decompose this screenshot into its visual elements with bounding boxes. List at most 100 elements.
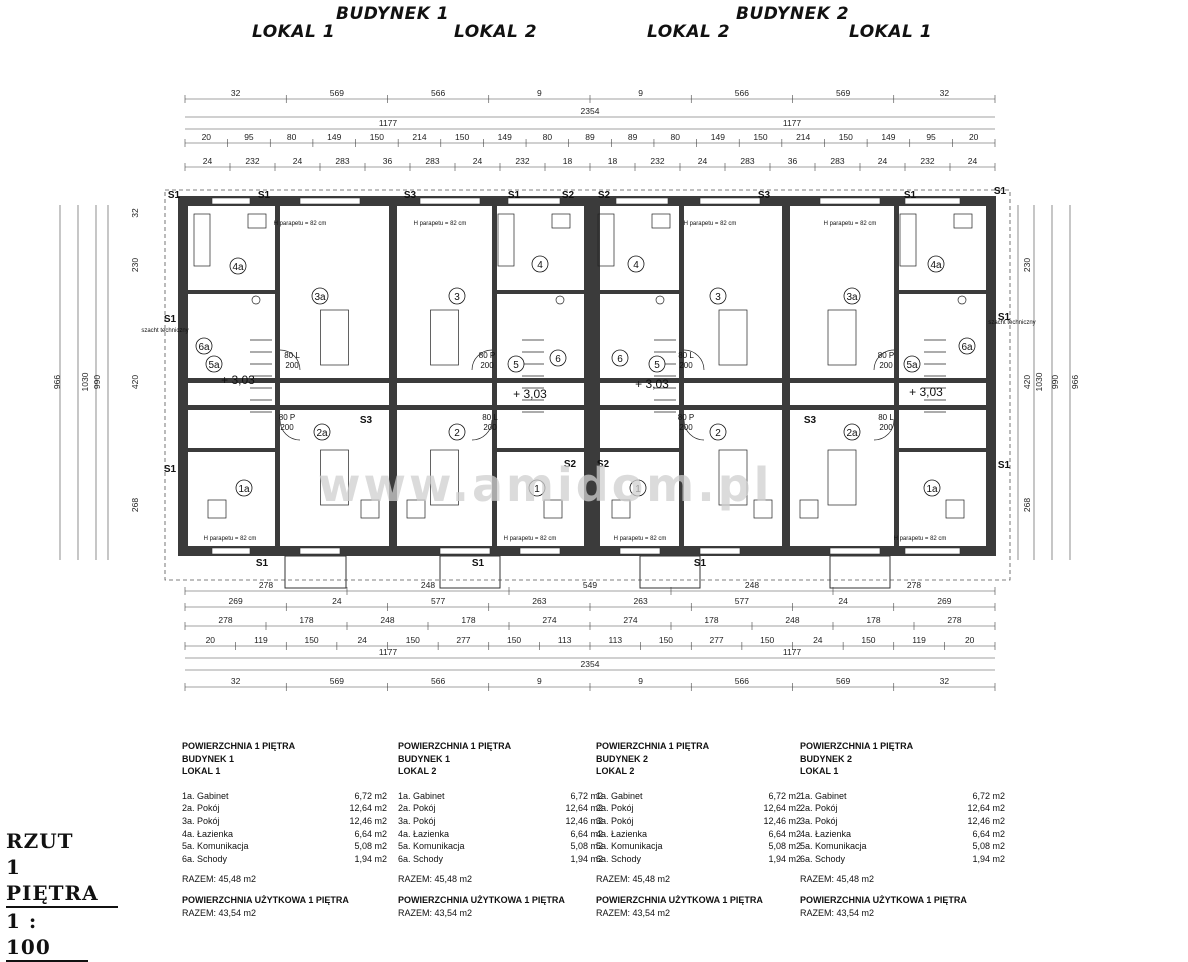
dimension-label: 248: [785, 615, 799, 625]
table-row: 1a. Gabinet 6,72 m2: [398, 790, 603, 803]
bed: [718, 449, 748, 506]
room-label: 6a: [961, 342, 973, 353]
room-area: 1,94 m2: [768, 853, 801, 864]
wall: [592, 196, 600, 556]
toilet: [953, 213, 973, 229]
dimension-label: 150: [304, 635, 318, 645]
room-name: 3a. Pokój: [398, 815, 436, 826]
wall: [188, 405, 389, 410]
door-label: 200: [679, 423, 693, 432]
room-marker: [235, 479, 253, 497]
window: [299, 197, 361, 205]
parapet-note: H parapetu = 82 cm: [894, 536, 947, 542]
dimension-label: 283: [830, 156, 844, 166]
sink: [555, 295, 565, 305]
dimension-label: 248: [380, 615, 394, 625]
wall: [397, 405, 584, 410]
table-unit: LOKAL 1: [800, 766, 839, 777]
room-name: 5a. Komunikacja: [398, 841, 465, 852]
room-name: 2a. Pokój: [182, 803, 220, 814]
room-area: 5,08 m2: [768, 841, 801, 852]
usable-title: POWIERZCHNIA UŻYTKOWA 1 PIĘTRA: [596, 894, 763, 905]
room-label: 2: [454, 428, 460, 439]
dimension-label: 278: [947, 615, 961, 625]
room-name: 4a. Łazienka: [596, 828, 648, 839]
desk: [360, 499, 380, 519]
window: [615, 197, 669, 205]
dimension-label: 274: [623, 615, 637, 625]
dimension-label: 278: [907, 580, 921, 590]
room-label: 6: [555, 354, 561, 365]
dimension-label-vertical: 966: [1070, 375, 1080, 389]
room-name: 5a. Komunikacja: [596, 841, 663, 852]
room-area: 5,08 m2: [972, 841, 1005, 852]
room-name: 4a. Łazienka: [182, 828, 234, 839]
room-name: 2a. Pokój: [398, 803, 436, 814]
dimension-label: 95: [926, 132, 936, 142]
dimension-label: 36: [383, 156, 393, 166]
dimension-label: 32: [231, 676, 241, 686]
bed: [320, 309, 349, 366]
room-name: 3a. Pokój: [800, 815, 838, 826]
room-label: 3: [454, 292, 460, 303]
room-name: 1a. Gabinet: [596, 790, 643, 801]
section-label: S1: [256, 558, 269, 569]
section-label: S2: [598, 190, 611, 201]
desk: [945, 499, 965, 519]
dimension-label: 32: [231, 88, 241, 98]
bed: [320, 449, 349, 506]
room-label: 4: [537, 260, 543, 271]
bed: [718, 309, 748, 366]
dimension-label-vertical: 268: [130, 498, 140, 512]
room-name: 4a. Łazienka: [398, 828, 450, 839]
window: [819, 197, 881, 205]
room-area: 6,64 m2: [570, 828, 603, 839]
room-marker: [629, 479, 647, 497]
window: [619, 547, 661, 555]
door-swing: [873, 349, 895, 371]
room-marker: [903, 355, 921, 373]
section-label: S1: [168, 190, 181, 201]
section-label: S2: [562, 190, 575, 201]
section-label: S1: [164, 314, 177, 325]
dimension-label: 566: [735, 88, 749, 98]
parapet-note: H parapetu = 82 cm: [504, 536, 557, 542]
dimension-label: 569: [330, 676, 344, 686]
dimension-label: 277: [709, 635, 723, 645]
table-building: BUDYNEK 1: [182, 753, 235, 764]
room-marker: [528, 479, 546, 497]
wall: [188, 290, 280, 294]
section-label: S1: [258, 190, 271, 201]
room-name: 1a. Gabinet: [398, 790, 445, 801]
dimension-label: 278: [259, 580, 273, 590]
dimension-label-vertical: 1030: [1034, 372, 1044, 391]
toilet: [551, 213, 571, 229]
section-label: S1: [998, 460, 1011, 471]
room-name: 3a. Pokój: [596, 815, 634, 826]
room-name: 6a. Schody: [398, 853, 444, 864]
dimension-label: 9: [537, 676, 542, 686]
drawing-scale: 1 : 100: [6, 908, 88, 962]
desk: [611, 499, 631, 519]
dimension-label: 150: [370, 132, 384, 142]
dimension-label: 2354: [581, 106, 600, 116]
header-building-1: BUDYNEK 1: [336, 4, 450, 24]
dimension-label: 269: [937, 596, 951, 606]
bathtub: [899, 213, 917, 267]
room-name: 6a. Schody: [182, 853, 228, 864]
room-area: 6,72 m2: [570, 790, 603, 801]
window: [299, 547, 341, 555]
drawing-title-line2: 1 PIĘTRA: [6, 854, 118, 908]
room-label: 1: [534, 484, 540, 495]
dimension-label: 283: [335, 156, 349, 166]
table-title: POWIERZCHNIA 1 PIĘTRA: [800, 741, 914, 751]
bathtub: [497, 213, 515, 267]
wall: [275, 206, 280, 546]
dimension-label: 150: [760, 635, 774, 645]
